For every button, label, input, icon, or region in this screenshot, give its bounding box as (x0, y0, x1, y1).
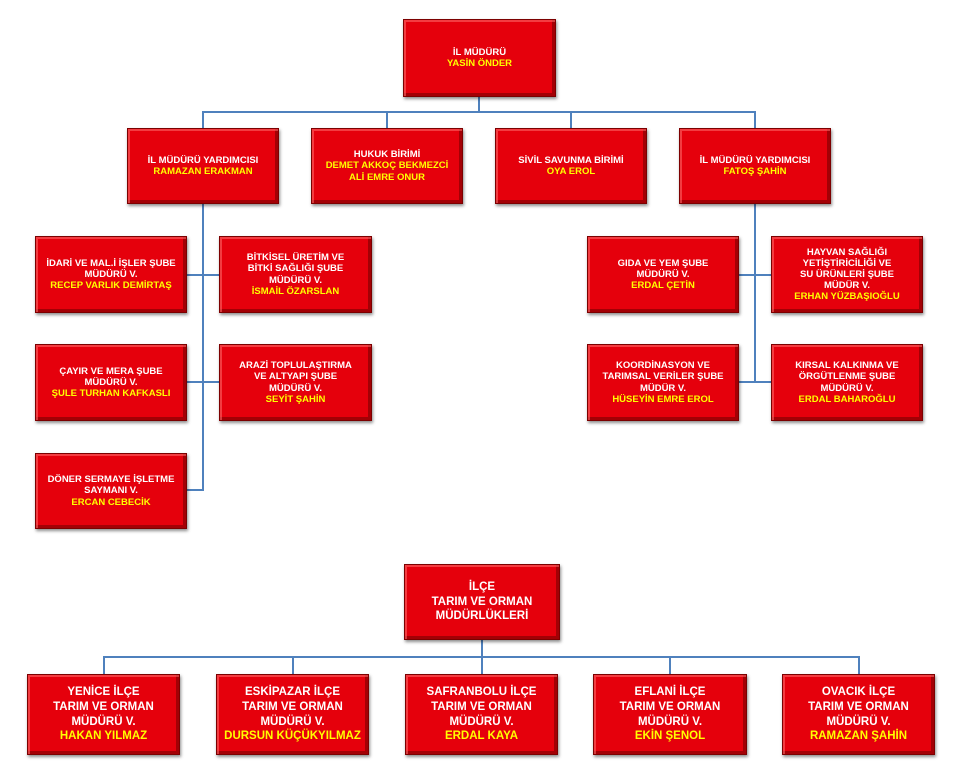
node-title-line: MÜDÜRÜ V. (637, 715, 703, 728)
node-title-line: İLÇE (468, 580, 496, 593)
node-title-line: SAYMANI V. (84, 485, 138, 497)
node-person-name: ALİ EMRE ONUR (349, 171, 425, 183)
node-title-line: MÜDÜRÜ V. (260, 715, 325, 728)
node-title-line: TARIM VE ORMAN (808, 700, 909, 713)
node-person-name: ERDAL ÇETİN (631, 280, 695, 292)
node-title-line: MÜDÜRÜ V. (84, 376, 138, 388)
node-title-line: İDARİ VE MAL.İ İŞLER ŞUBE (46, 257, 176, 269)
node-title-line: TARIM VE ORMAN (431, 700, 532, 713)
node-title-line: OVACIK İLÇE (821, 686, 896, 699)
node-district-directorates: İLÇE TARIM VE ORMAN MÜDÜRLÜKLERİ (404, 564, 560, 640)
node-person-name: ERDAL KAYA (444, 730, 519, 743)
node-title-line: ARAZİ TOPLULAŞTIRMA (239, 360, 352, 372)
node-title-line: TARIM VE ORMAN (619, 700, 721, 713)
node-person-name: ERCAN CEBECİK (71, 496, 151, 508)
node-title-line: MÜDÜR V. (823, 280, 871, 292)
node-title-line: SU ÜRÜNLERİ ŞUBE (800, 268, 894, 280)
node-title-line: İL MÜDÜRÜ YARDIMCISI (147, 154, 259, 166)
node-title-line: MÜDÜRÜ V. (269, 274, 322, 286)
node-title-line: DÖNER SERMAYE İŞLETME (47, 474, 175, 486)
node-person-name: RAMAZAN ŞAHİN (809, 730, 908, 743)
node-person-name: SEYİT ŞAHİN (265, 393, 326, 405)
node-person-name: ERDAL BAHAROĞLU (798, 393, 896, 405)
node-title-line: MÜDÜRLÜKLERİ (435, 610, 529, 623)
node-title-line: GIDA VE YEM ŞUBE (617, 257, 709, 269)
node-title-line: YETİŞTİRİCİLİĞİ VE (802, 257, 892, 269)
node-title-line: TARIMSAL VERİLER ŞUBE (602, 371, 724, 383)
node-title-line: TARIM VE ORMAN (242, 700, 343, 713)
node-person-name: HAKAN YILMAZ (59, 730, 148, 743)
node-title-line: ÇAYIR VE MERA ŞUBE (59, 365, 163, 377)
node-title-line: YENİCE İLÇE (67, 686, 140, 699)
node-title-line: MÜDÜR V. (639, 382, 687, 394)
node-person-name: RAMAZAN ERAKMAN (153, 166, 253, 177)
node-title-line: HAYVAN SAĞLIĞI (806, 246, 888, 258)
node-person-name: HÜSEYİN EMRE EROL (612, 393, 714, 405)
node-person-name: EKİN ŞENOL (634, 730, 706, 743)
node-person-name: DURSUN KÜÇÜKYILMAZ (224, 730, 361, 743)
node-title-line: BİTKİSEL ÜRETİM VE (246, 252, 345, 264)
node-title-line: KIRSAL KALKINMA VE (795, 360, 899, 372)
node-title-line: VE ALTYAPI ŞUBE (253, 371, 338, 383)
node-title-line: EFLANİ İLÇE (634, 686, 706, 699)
node-title-line: TARIM VE ORMAN (53, 700, 154, 713)
node-title-line: SAFRANBOLU İLÇE (426, 686, 537, 699)
node-title-line: MÜDÜRÜ V. (84, 268, 138, 280)
node-title-line: İL MÜDÜRÜ YARDIMCISI (699, 154, 811, 166)
node-title-line: ESKİPAZAR İLÇE (245, 686, 340, 699)
node-title-line: MÜDÜRÜ V. (636, 268, 690, 280)
node-title-line: MÜDÜRÜ V. (71, 715, 136, 728)
node-title-line: HUKUK BİRİMİ (353, 149, 421, 161)
node-title-line: MÜDÜRÜ V. (820, 382, 874, 394)
node-person-name: İSMAİL ÖZARSLAN (251, 285, 340, 297)
node-title-line: MÜDÜRÜ V. (269, 382, 322, 394)
node-person-name: DEMET AKKOÇ BEKMEZCİ (325, 160, 449, 172)
node-person-name: RECEP VARLIK DEMİRTAŞ (50, 280, 172, 292)
node-person-name: YASİN ÖNDER (446, 58, 513, 69)
node-title-line: ÖRGÜTLENME ŞUBE (798, 371, 896, 383)
node-title-line: MÜDÜRÜ V. (826, 715, 891, 728)
node-person-name: ŞULE TURHAN KAFKASLI (51, 388, 171, 400)
node-title-line: İL MÜDÜRÜ (452, 46, 507, 58)
node-person-name: OYA EROL (546, 166, 596, 177)
node-title-line: SİVİL SAVUNMA BİRİMİ (518, 154, 624, 166)
node-title-line: KOORDİNASYON VE (616, 360, 710, 372)
node-title-line: MÜDÜRÜ V. (449, 715, 514, 728)
node-person-name: FATOŞ ŞAHİN (723, 166, 787, 177)
node-person-name: ERHAN YÜZBAŞIOĞLU (794, 291, 900, 303)
node-title-line: TARIM VE ORMAN (431, 595, 533, 608)
node-title-line: BİTKİ SAĞLIĞI ŞUBE (247, 263, 344, 275)
